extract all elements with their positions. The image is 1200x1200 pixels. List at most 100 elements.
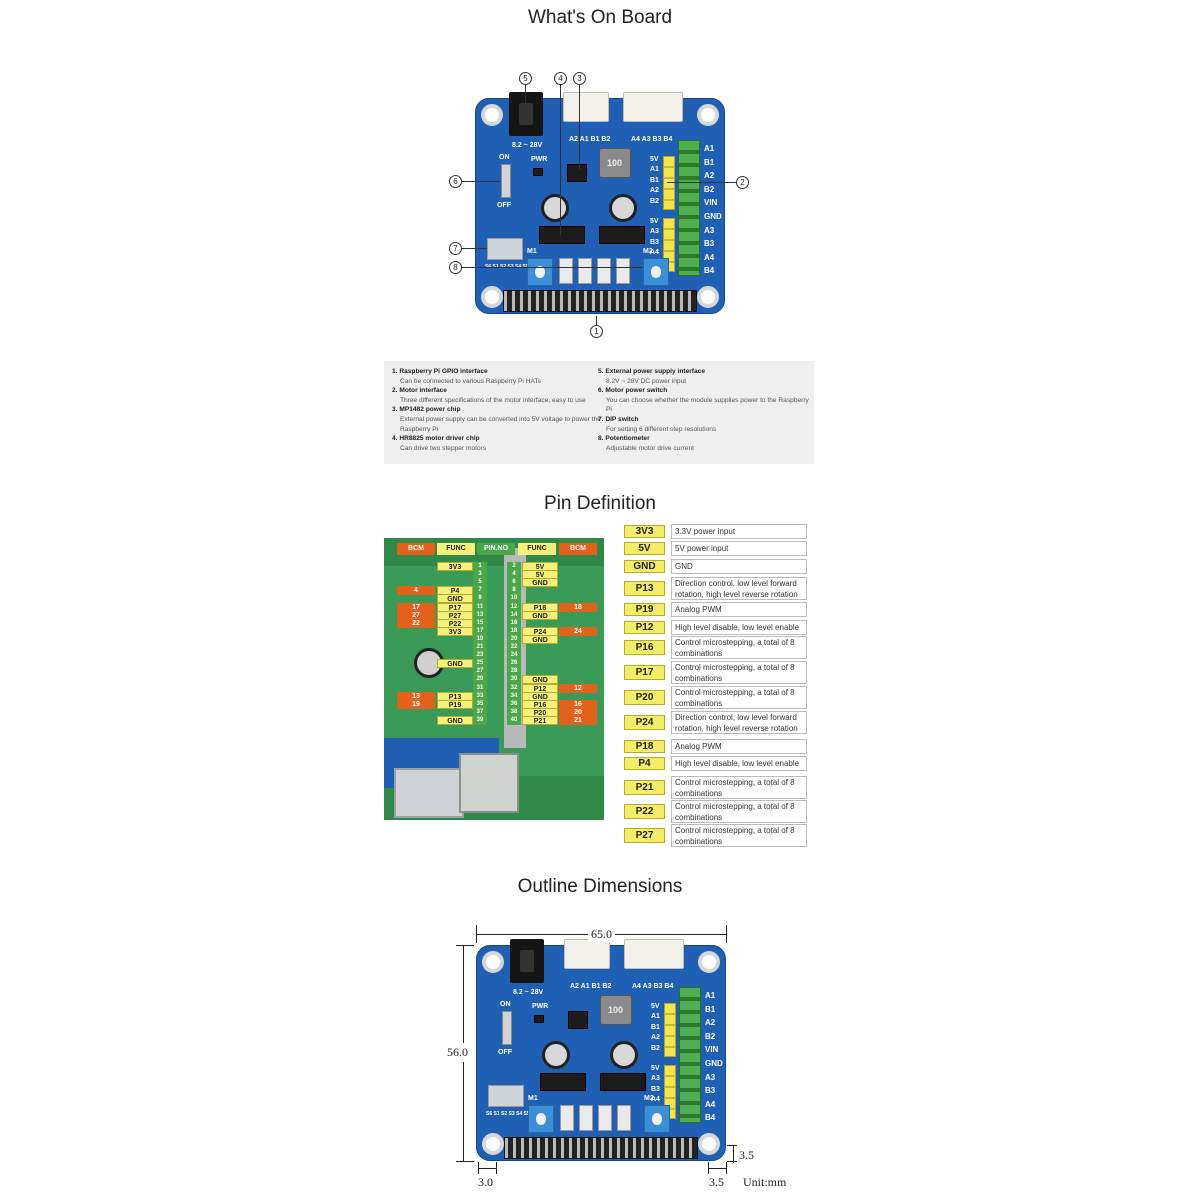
terminal-label: B1 (704, 157, 715, 167)
callout-6: 6 (449, 175, 462, 188)
pin-number-left: 37 (473, 707, 487, 717)
header-label: A1 (651, 1013, 660, 1021)
pin-def-description: Control microstepping, a total of 8 comb… (671, 686, 807, 709)
switch-off-silk: OFF (498, 1049, 512, 1056)
pin-number-left: 33 (473, 691, 487, 701)
bcm-left: 13 (397, 691, 435, 701)
header-label: A2 (651, 1034, 660, 1042)
callout-7: 7 (449, 242, 462, 255)
pin-table-header: BCM (559, 543, 597, 555)
bcm-right: 12 (559, 683, 597, 693)
callout-2: 2 (736, 176, 749, 189)
func-right: GND (522, 578, 558, 588)
bcm-left: 19 (397, 699, 435, 709)
pin-number-right: 18 (507, 626, 521, 636)
dc-power-jack (509, 92, 543, 136)
terminal-label: A4 (704, 252, 715, 262)
feature-title: 2. Motor interface (392, 387, 447, 395)
screw-terminal-block (678, 140, 700, 276)
pin-def-description: Direction control, low level forward rot… (671, 711, 807, 734)
pin-number-right: 40 (507, 715, 521, 725)
left-offset-label: 3.0 (478, 1175, 493, 1189)
pin-number-right: 28 (507, 667, 521, 677)
pin-def-description: High level disable, low level enable (671, 756, 807, 771)
pin-def-label: 3V3 (624, 525, 665, 538)
pin-number-right: 26 (507, 659, 521, 669)
pin-number-right: 14 (507, 610, 521, 620)
pin-def-label: P20 (624, 690, 665, 705)
outline-title: Outline Dimensions (517, 876, 683, 897)
pin-def-description: Control microstepping, a total of 8 comb… (671, 636, 807, 659)
header-label: B1 (651, 1023, 660, 1031)
switch-on-silk: ON (499, 154, 510, 161)
header-label: B2 (650, 197, 659, 205)
func-right: GND (522, 634, 558, 644)
mounting-hole (481, 104, 503, 126)
inductor-silk: 100 (607, 158, 623, 168)
pin-number-right: 6 (507, 578, 521, 588)
sense-resistor (616, 258, 630, 284)
pin-number-right: 4 (507, 570, 521, 580)
pin-number-right: 8 (507, 586, 521, 596)
bcm-right: 16 (559, 699, 597, 709)
pin-number-right: 10 (507, 594, 521, 604)
inductor (599, 148, 631, 178)
terminal-label: B3 (704, 239, 715, 249)
unit-label: Unit:mm (743, 1175, 787, 1189)
bcm-left: 27 (397, 610, 435, 620)
pin-number-left: 21 (473, 643, 487, 652)
capacitor-1 (542, 1041, 570, 1069)
yellow-header-top (664, 1003, 676, 1057)
pin-number-left: 11 (473, 602, 487, 612)
feature-desc: Adjustable motor drive current (606, 444, 694, 452)
gpio-header (503, 290, 697, 312)
terminal-label: VIN (704, 198, 718, 208)
header-label: A4 (650, 249, 659, 257)
sense-resistor (560, 1105, 574, 1131)
potentiometer-1 (527, 258, 553, 286)
pin-number-left: 13 (473, 610, 487, 620)
feature-desc: For setting 6 different step resolutions (606, 425, 717, 433)
mounting-hole (482, 951, 504, 973)
callout-8: 8 (449, 261, 462, 274)
mounting-hole (481, 286, 503, 308)
pin-number-left: 5 (473, 578, 487, 588)
pin-def-description: GND (671, 559, 807, 574)
feature-desc: Raspberry Pi (400, 425, 439, 433)
hr8825-driver-2 (600, 1073, 646, 1091)
feature-title: 7. DIP switch (598, 415, 639, 423)
pin-def-label: P21 (624, 780, 665, 795)
mp1482-chip (568, 1011, 588, 1029)
pin-number-left: 27 (473, 667, 487, 677)
terminal-label: A1 (705, 991, 716, 1000)
pin-number-right: 36 (507, 699, 521, 709)
capacitor-2 (609, 194, 637, 222)
sense-resistor (579, 1105, 593, 1131)
callout-3: 3 (573, 72, 586, 85)
header-label: B3 (651, 1085, 660, 1093)
terminal-label: B4 (704, 266, 715, 276)
terminal-label: GND (704, 212, 722, 221)
motor-connector-2 (623, 92, 683, 122)
pin-def-description: Control microstepping, a total of 8 comb… (671, 824, 807, 847)
bcm-right: 18 (559, 602, 597, 612)
func-left: GND (437, 715, 473, 725)
yellow-header-top (663, 156, 675, 210)
m1-silk: M1 (528, 1095, 538, 1102)
power-switch (502, 1011, 512, 1045)
feature-title: 3. MP1482 power chip (392, 406, 461, 414)
m2-silk: M2 (643, 248, 653, 255)
terminal-label: B2 (705, 1031, 716, 1041)
header-label: 5V (651, 1003, 660, 1010)
terminal-label: B2 (704, 184, 715, 194)
pin-photo (384, 538, 604, 820)
voltage-silk: 8.2 ~ 28V (513, 989, 544, 996)
callout-1: 1 (590, 325, 603, 338)
pin-def-description: 5V power input (671, 541, 807, 556)
terminal-label: GND (705, 1059, 723, 1068)
pin-table-header: PIN.NO (477, 543, 515, 555)
header-label: B3 (650, 238, 659, 246)
callout-4: 4 (554, 72, 567, 85)
pin-number-right: 22 (507, 643, 521, 652)
